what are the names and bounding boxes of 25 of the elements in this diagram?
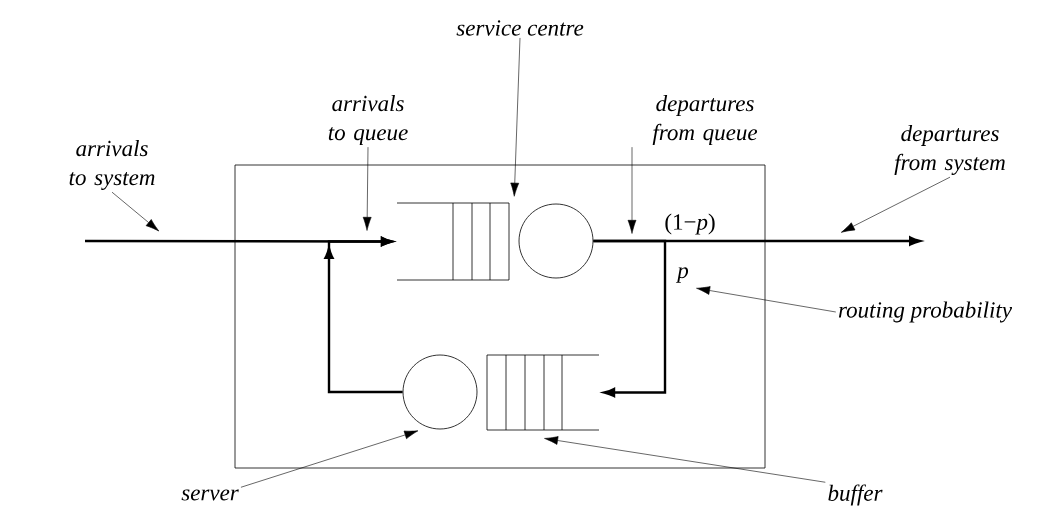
leader-line (544, 436, 826, 483)
buffer (396, 202, 510, 281)
server-circle (402, 354, 478, 430)
leader-line (696, 286, 837, 313)
edge-label: (1−p) (663, 212, 717, 236)
server-circle (518, 203, 594, 279)
annotation-label: arrivals to system (69, 140, 155, 190)
annotation-label: buffer (828, 484, 883, 506)
annotation-label: server (181, 489, 239, 501)
leader-line (111, 191, 160, 232)
leader-line (627, 146, 637, 234)
leader-line (841, 176, 951, 233)
leader-line (240, 430, 419, 488)
annotation-label: service centre (456, 20, 584, 36)
leader-line (362, 146, 372, 231)
buffer (486, 354, 600, 431)
edge-label: p (675, 266, 690, 284)
annotation-label: arrivals to queue (328, 95, 408, 145)
annotation-label: departures from system (894, 125, 1005, 175)
flow-arrow (324, 236, 403, 394)
flow-arrow (593, 239, 667, 398)
annotation-label: departures from queue (652, 95, 758, 145)
annotation-label: routing probability (838, 301, 1013, 323)
system-box (234, 164, 766, 469)
leader-line (510, 37, 521, 197)
